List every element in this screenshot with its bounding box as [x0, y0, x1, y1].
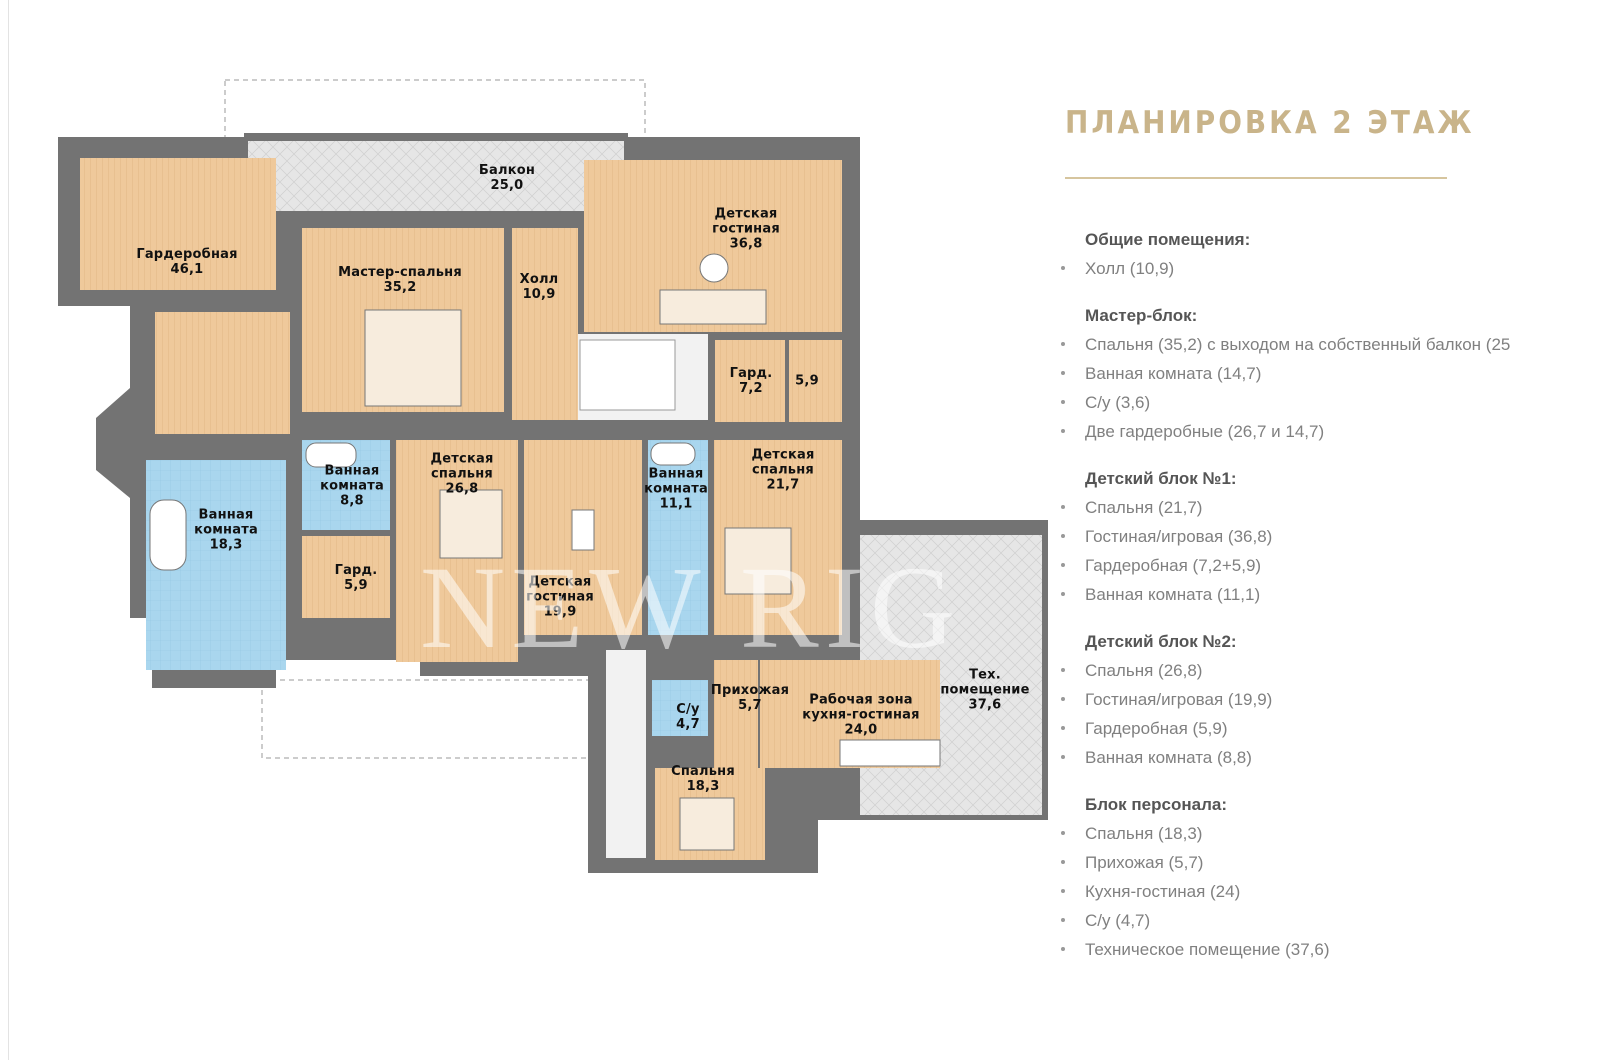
- room-floor-staff-side: [606, 650, 646, 858]
- upper-terrace-outline: [224, 79, 646, 141]
- room-label-gard-59b: 5,9: [795, 373, 819, 389]
- bullet-icon: [1061, 400, 1065, 404]
- floor-plan-drawing: [58, 79, 1048, 873]
- legend-section-heading: Блок персонала:: [1085, 795, 1227, 814]
- page-edge-line: [8, 0, 9, 1060]
- bullet-icon: [1061, 726, 1065, 730]
- bathtub-fixture-3: [650, 442, 696, 466]
- bathtub-fixture-2: [305, 442, 357, 468]
- legend-title: ПЛАНИРОВКА 2 ЭТАЖ: [1065, 105, 1475, 141]
- legend-section-kids-2: Детский блок №2: Спальня (26,8) Гостиная…: [1061, 627, 1600, 772]
- legend-item: Две гардеробные (26,7 и 14,7): [1061, 417, 1600, 446]
- room-label-gard-59a: Гард.5,9: [334, 563, 378, 593]
- legend-item: Ванная комната (8,8): [1061, 743, 1600, 772]
- bullet-icon: [1061, 534, 1065, 538]
- room-floor-gard-59a: [302, 536, 390, 618]
- room-floor-gard-59b: [789, 340, 842, 422]
- room-floor-wardrobe-small: [155, 312, 290, 434]
- legend-item: Кухня-гостиная (24): [1061, 877, 1600, 906]
- lower-terrace-outline: [261, 679, 593, 759]
- table-fixture-round: [699, 253, 729, 283]
- stair-fixture: [579, 339, 676, 411]
- bullet-icon: [1061, 668, 1065, 672]
- legend-item: Гостиная/игровая (36,8): [1061, 522, 1600, 551]
- legend-item: Спальня (26,8): [1061, 656, 1600, 685]
- legend-item: С/у (3,6): [1061, 388, 1600, 417]
- sofa-fixture-kids-living: [659, 289, 767, 325]
- bed-fixture-staff: [679, 797, 735, 851]
- legend-section-heading: Мастер-блок:: [1085, 306, 1198, 325]
- legend-item: Прихожая (5,7): [1061, 848, 1600, 877]
- bathtub-fixture: [149, 499, 187, 571]
- legend-section-staff: Блок персонала: Спальня (18,3) Прихожая …: [1061, 790, 1600, 964]
- bullet-icon: [1061, 371, 1065, 375]
- bullet-icon: [1061, 266, 1065, 270]
- room-floor-balcony: [248, 141, 624, 211]
- bullet-icon: [1061, 860, 1065, 864]
- legend-item: Спальня (21,7): [1061, 493, 1600, 522]
- watermark-text: NEW RIG: [420, 542, 962, 673]
- legend-section-heading: Детский блок №1:: [1085, 469, 1237, 488]
- bullet-icon: [1061, 429, 1065, 433]
- bullet-icon: [1061, 947, 1065, 951]
- table-fixture-kids-living: [571, 509, 595, 551]
- bullet-icon: [1061, 755, 1065, 759]
- bullet-icon: [1061, 563, 1065, 567]
- room-floor-wc-47: [652, 680, 708, 736]
- room-floor-hall: [512, 228, 578, 420]
- legend-item: Ванная комната (11,1): [1061, 580, 1600, 609]
- legend-section-common: Общие помещения: Холл (10,9): [1061, 225, 1600, 283]
- bullet-icon: [1061, 505, 1065, 509]
- room-label-gard-7: Гард.7,2: [729, 366, 773, 396]
- legend-sections: Общие помещения: Холл (10,9) Мастер-блок…: [1061, 225, 1600, 982]
- legend-section-heading: Общие помещения:: [1085, 230, 1251, 249]
- legend-panel: ПЛАНИРОВКА 2 ЭТАЖ Общие помещения: Холл …: [1060, 0, 1600, 1060]
- bullet-icon: [1061, 918, 1065, 922]
- legend-item: Гардеробная (5,9): [1061, 714, 1600, 743]
- bullet-icon: [1061, 342, 1065, 346]
- bullet-icon: [1061, 889, 1065, 893]
- legend-section-heading: Детский блок №2:: [1085, 632, 1237, 651]
- legend-divider: [1065, 177, 1447, 179]
- bullet-icon: [1061, 592, 1065, 596]
- room-floor-gard-7: [715, 340, 785, 422]
- legend-item: Спальня (35,2) с выходом на собственный …: [1061, 330, 1600, 359]
- bullet-icon: [1061, 697, 1065, 701]
- legend-section-master: Мастер-блок: Спальня (35,2) с выходом на…: [1061, 301, 1600, 446]
- legend-item: Спальня (18,3): [1061, 819, 1600, 848]
- legend-item: Гардеробная (7,2+5,9): [1061, 551, 1600, 580]
- legend-item: Техническое помещение (37,6): [1061, 935, 1600, 964]
- bed-fixture-master: [364, 309, 462, 407]
- bed-fixture-kids-26: [439, 489, 503, 559]
- legend-item: Ванная комната (14,7): [1061, 359, 1600, 388]
- bullet-icon: [1061, 831, 1065, 835]
- legend-item: Холл (10,9): [1061, 254, 1600, 283]
- room-floor-entry-57: [714, 660, 758, 768]
- bed-fixture-kids-21: [724, 527, 792, 595]
- room-floor-bath-11: [648, 440, 708, 635]
- legend-item: С/у (4,7): [1061, 906, 1600, 935]
- kitchen-counter-fixture: [839, 739, 941, 767]
- legend-item: Гостиная/игровая (19,9): [1061, 685, 1600, 714]
- room-floor-wardrobe-46: [80, 158, 276, 290]
- legend-section-kids-1: Детский блок №1: Спальня (21,7) Гостиная…: [1061, 464, 1600, 609]
